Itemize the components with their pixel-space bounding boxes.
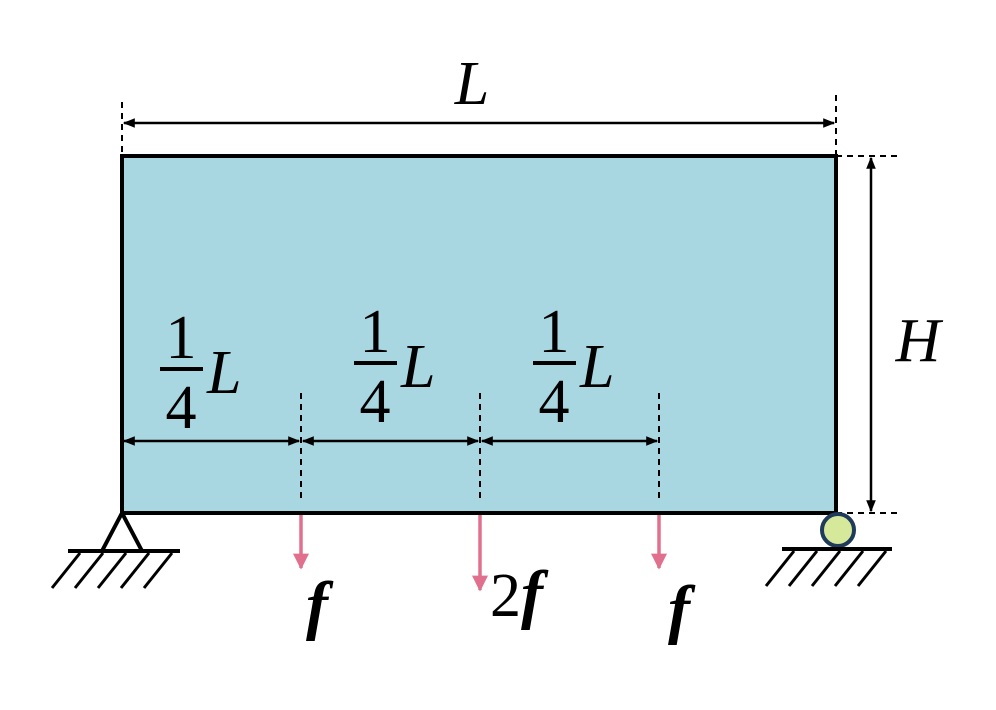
fraction-variable: L: [400, 333, 435, 401]
fraction-denominator: 4: [166, 374, 197, 442]
quarter-label-2: 1 4 L: [354, 298, 435, 436]
quarter-label-3: 1 4 L: [533, 298, 614, 436]
fraction-denominator: 4: [360, 368, 391, 436]
pin-support-triangle: [98, 508, 146, 553]
load-center-coefficient: 2: [490, 562, 521, 630]
roller-ground-hatch: [764, 550, 888, 587]
load-label-center: 2 f: [490, 558, 549, 631]
height-label: H: [895, 307, 944, 375]
height-dimension: H: [836, 155, 944, 514]
length-label: L: [454, 50, 489, 118]
pin-support: [50, 508, 180, 589]
roller-circle: [820, 512, 856, 548]
fraction-numerator: 1: [539, 298, 570, 366]
fraction-numerator: 1: [166, 304, 197, 372]
fraction-denominator: 4: [539, 368, 570, 436]
pin-ground-hatch: [50, 552, 174, 589]
fraction-numerator: 1: [360, 298, 391, 366]
fraction-variable: L: [579, 333, 614, 401]
length-dimension: L: [121, 50, 837, 156]
load-label-right: f: [668, 573, 696, 646]
load-label-left: f: [306, 569, 334, 642]
fraction-variable: L: [206, 339, 241, 407]
quarter-label-1: 1 4 L: [160, 304, 241, 442]
roller-support: [764, 512, 892, 587]
load-center-variable: f: [521, 558, 549, 631]
